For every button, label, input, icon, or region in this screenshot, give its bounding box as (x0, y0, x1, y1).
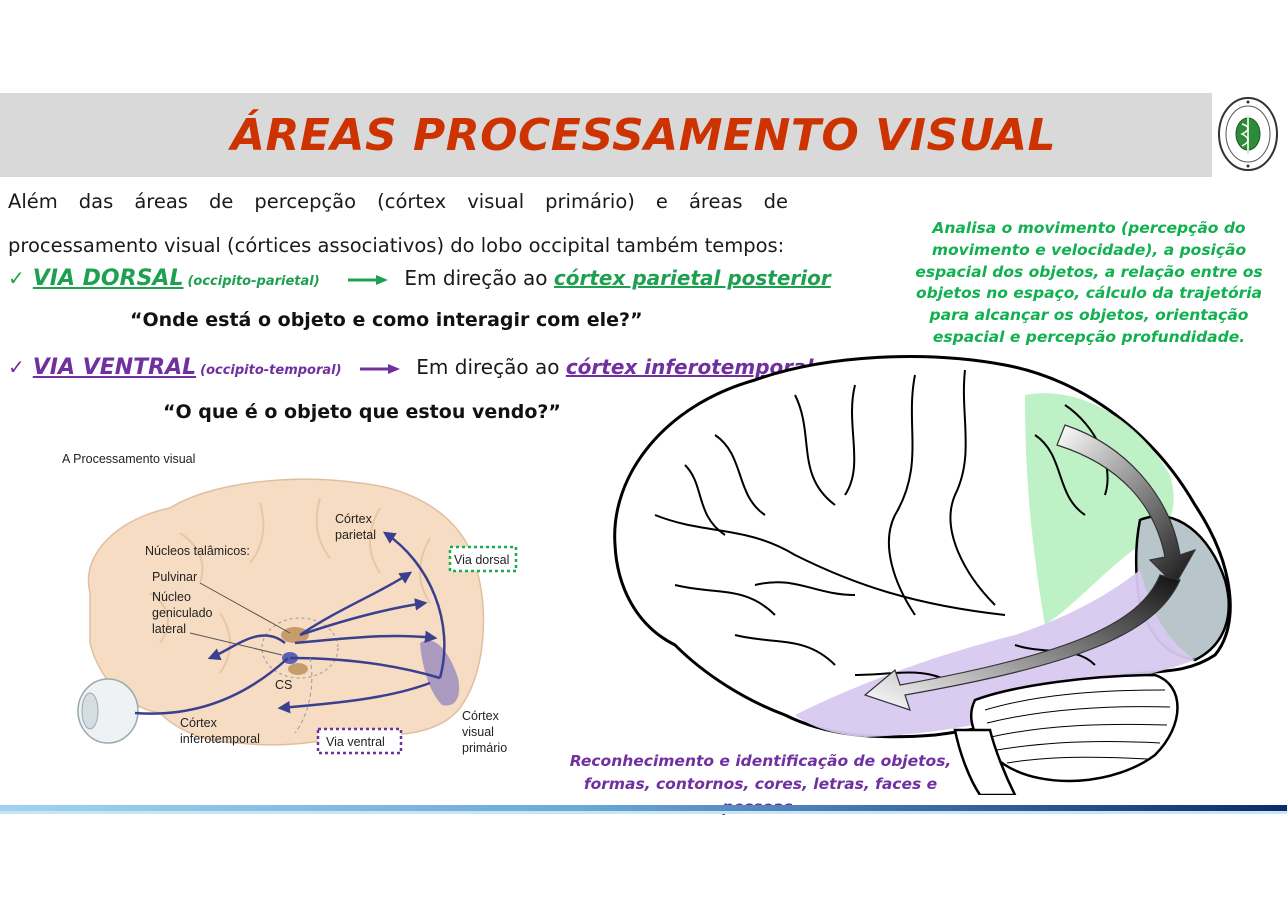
label-via-dorsal: Via dorsal (454, 553, 509, 567)
ventral-function-note: Reconhecimento e identificação de objeto… (548, 750, 973, 819)
title-bar (0, 93, 1212, 177)
intro-word: primário) (545, 190, 635, 213)
intro-word: áreas (688, 190, 743, 213)
label-cortex-infero-2: inferotemporal (180, 732, 260, 746)
label-cortex-parietal-1: Córtex (335, 512, 373, 526)
check-icon: ✓ (8, 355, 25, 379)
label-cortex-infero-1: Córtex (180, 716, 218, 730)
label-pulvinar: Pulvinar (152, 570, 197, 584)
brainstem (953, 728, 1017, 795)
dorsal-direction-text: Em direção ao (404, 266, 548, 290)
brain-lateral-view (613, 355, 1232, 795)
intro-word: e (655, 190, 668, 213)
posterior-parietal-area (1025, 393, 1174, 625)
dorsal-stream-arrow (1056, 424, 1197, 586)
dorsal-target: córtex parietal posterior (553, 266, 831, 290)
dorsal-path-subtitle: (occipito-parietal) (187, 274, 320, 289)
footer-divider (0, 805, 1287, 814)
label-lateral: lateral (152, 622, 186, 636)
right-arrow-icon (348, 274, 389, 285)
label-nucleos-talamicos: Núcleos talâmicos: (145, 544, 250, 558)
dorsal-function-note: Analisa o movimento (percepção do movime… (915, 219, 1263, 346)
label-via-ventral: Via ventral (326, 735, 385, 749)
intro-word: percepção (254, 190, 357, 213)
intro-word: áreas (134, 190, 188, 213)
visual-processing-diagram: A Processamento visual Núcleos talâmicos… (62, 452, 518, 755)
ventral-note-line-1: Reconhecimento e identificação de objeto… (569, 752, 952, 770)
ventral-path-line: ✓ VIA VENTRAL(occipito-temporal) Em direç… (8, 355, 813, 380)
brain-silhouette (87, 478, 485, 746)
dorsal-path-line: ✓ VIA DORSAL(occipito-parietal) Em direçã… (8, 266, 831, 291)
figure-a-heading: A Processamento visual (62, 452, 195, 466)
ventral-direction-text: Em direção ao (416, 355, 560, 379)
intro-word: das (78, 190, 114, 213)
label-cortex-visual-1: Córtex (462, 709, 500, 723)
intro-word: (córtex (377, 190, 447, 213)
label-cortex-visual-2: visual (462, 725, 494, 739)
via-dorsal-box (448, 545, 518, 573)
via-ventral-box (316, 727, 403, 755)
page-title: ÁREAS PROCESSAMENTO VISUAL (230, 109, 1057, 161)
ventral-path-name: VIA VENTRAL (32, 355, 197, 380)
ventral-stream-arrow (863, 574, 1181, 711)
check-icon: ✓ (8, 266, 25, 290)
label-nucleo: Núcleo (152, 590, 191, 604)
ventral-path-subtitle: (occipito-temporal) (200, 363, 342, 378)
label-cs: CS (275, 678, 292, 692)
primary-visual-cortex-area (420, 640, 460, 706)
label-cortex-visual-3: primário (462, 741, 507, 755)
dorsal-path-name: VIA DORSAL (32, 266, 184, 291)
intro-word: de (763, 190, 788, 213)
intro-word: Além (8, 190, 58, 213)
label-geniculado: geniculado (152, 606, 213, 620)
institution-seal-logo (1218, 97, 1278, 171)
pulvinar-nucleus (281, 627, 309, 643)
ventral-question: “O que é o objeto que estou vendo?” (163, 401, 561, 423)
intro-line-1: Além das áreas de percepção (córtex visu… (8, 180, 788, 224)
dorsal-question: “Onde está o objeto e como interagir com… (130, 309, 643, 331)
intro-word: de (209, 190, 234, 213)
intro-word: visual (467, 190, 525, 213)
intro-line-2: processamento visual (córtices associati… (8, 234, 785, 257)
intro-paragraph: Além das áreas de percepção (córtex visu… (8, 180, 788, 268)
right-arrow-icon (359, 363, 400, 374)
label-cortex-parietal-2: parietal (335, 528, 376, 542)
